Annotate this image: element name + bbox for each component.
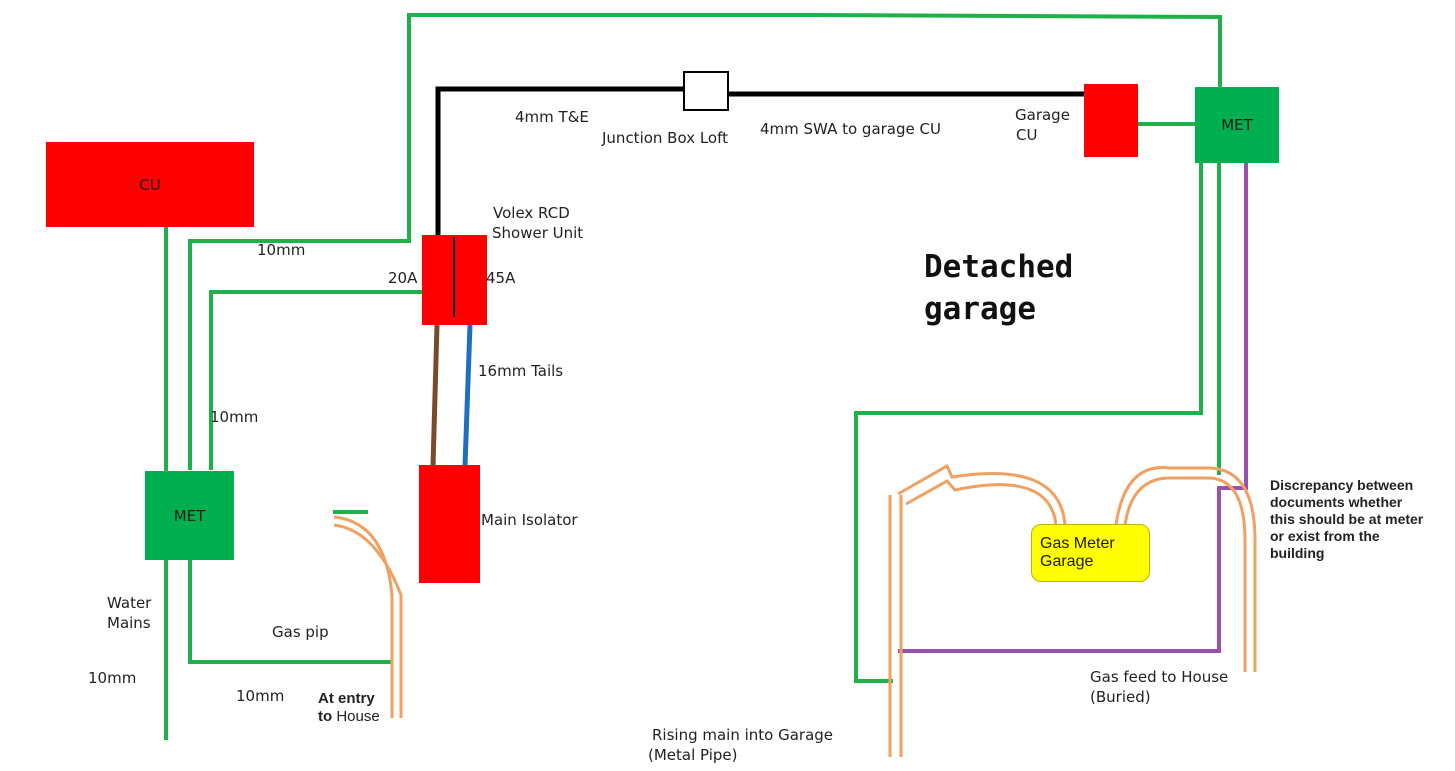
house-met-label: MET (173, 506, 206, 525)
entry-label-2-bold: to (318, 708, 333, 725)
garage-title-2: garage (924, 291, 1036, 327)
gas-feed-label-2: (Buried) (1090, 688, 1151, 706)
main-isolator-label: Main Isolator (481, 511, 578, 529)
earth-10mm-top: 10mm (257, 241, 306, 259)
garage-cu-label-1: Garage (1015, 106, 1070, 124)
garage-earth-rising-main (854, 162, 1203, 683)
earth-10mm-met: 10mm (210, 408, 259, 426)
main-isolator (419, 465, 480, 583)
entry-label-2: to House (318, 707, 380, 727)
gas-bond-garage (898, 162, 1248, 653)
house-met: MET (145, 471, 234, 560)
discrepancy-line-4: or exist from the (1270, 528, 1380, 544)
volex-rcd-unit (422, 235, 487, 325)
garage-met: MET (1195, 87, 1279, 163)
house-cu: CU (46, 142, 254, 227)
rcd-earth (209, 290, 423, 470)
earth-10mm-gas: 10mm (236, 687, 285, 705)
swa-label: 4mm SWA to garage CU (760, 120, 941, 138)
rcd-label-1: Volex RCD (493, 204, 570, 222)
garage-cu (1084, 84, 1138, 157)
earth-10mm-water: 10mm (88, 669, 137, 687)
gas-meter-garage: Gas Meter Garage (1031, 524, 1150, 582)
entry-label-1: At entry (318, 689, 375, 709)
garage-title-1: Detached (924, 249, 1074, 285)
house-cu-label: CU (139, 175, 161, 194)
gas-meter-label-1: Gas Meter (1040, 535, 1115, 552)
junction-box (683, 71, 729, 111)
discrepancy-line-5: building (1270, 545, 1325, 561)
rcd-rating-right: 45A (486, 269, 516, 287)
rcd-label-2: Shower Unit (492, 224, 584, 242)
discrepancy-line-3: this should be at meter (1270, 511, 1424, 527)
earth-main-route (188, 13, 1222, 470)
rising-main-label-2: (Metal Pipe) (648, 746, 738, 764)
gas-feed-label-1: Gas feed to House (1090, 668, 1229, 686)
gas-meter-label-2: Garage (1040, 553, 1094, 570)
cable-te-label: 4mm T&E (515, 108, 589, 126)
rising-main-pipe (888, 495, 903, 757)
tails-label: 16mm Tails (478, 362, 564, 380)
brown-tail (430, 324, 440, 467)
rising-main-label-1: Rising main into Garage (652, 726, 834, 744)
gas-bond-house (188, 558, 392, 664)
garage-cu-label-2: CU (1016, 126, 1038, 144)
gas-pipe-label: Gas pip (272, 623, 329, 641)
blue-tail (462, 324, 473, 467)
4mm-te-cable (435, 86, 686, 240)
entry-label-1-text: At entry (318, 690, 375, 707)
rcd-divider (453, 237, 455, 317)
junction-box-label: Junction Box Loft (602, 129, 729, 147)
discrepancy-line-2: documents whether (1270, 494, 1403, 510)
entry-label-2-rest: House (332, 708, 380, 725)
water-mains-label-1: Water (107, 594, 152, 612)
water-mains-label-2: Mains (107, 614, 151, 632)
gas-pipe-house (333, 515, 403, 718)
rcd-rating-left: 20A (388, 269, 418, 287)
garage-met-label: MET (1221, 116, 1253, 134)
discrepancy-line-1: Discrepancy between (1270, 477, 1414, 493)
gas-pipe-right-loop (1114, 465, 1257, 672)
gas-pipe-left-loop (897, 463, 1067, 526)
